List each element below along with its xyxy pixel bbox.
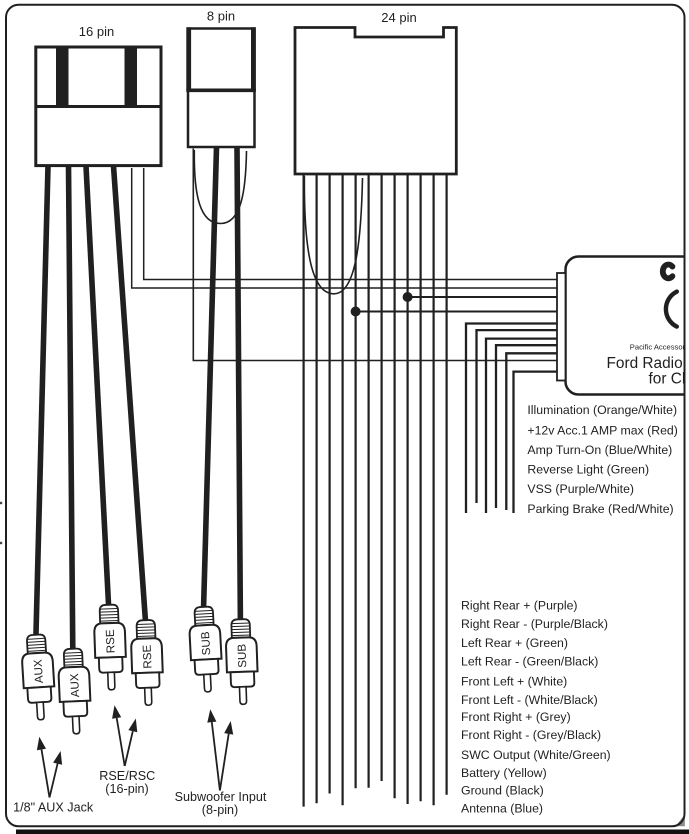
svg-text:1/8" AUX Jack: 1/8" AUX Jack [13,801,94,815]
svg-text:SUB: SUB [199,631,213,656]
svg-text:Right Rear - (Purple/Black): Right Rear - (Purple/Black) [461,617,608,631]
svg-text:24 pin: 24 pin [381,10,416,25]
svg-text:AUX: AUX [68,673,82,698]
svg-text:Front Right + (Grey): Front Right + (Grey) [461,710,571,724]
svg-text:Amp Turn-On (Blue/White): Amp Turn-On (Blue/White) [527,443,672,457]
svg-text:Pacific Accessory Corp: Pacific Accessory Corp [630,343,689,352]
svg-text:Subwoofer Input: Subwoofer Input [175,790,267,804]
svg-text:Front Left + (White): Front Left + (White) [461,674,567,688]
svg-text:VSS (Purple/White): VSS (Purple/White) [527,482,634,496]
svg-text:(16-pin): (16-pin) [105,782,148,796]
svg-text:RSE: RSE [104,629,118,654]
svg-text:(8-pin): (8-pin) [202,803,238,817]
svg-text:for Ch: for Ch [649,371,689,388]
svg-text:AUX: AUX [32,659,46,684]
svg-text:+12v Acc.1 AMP max (Red): +12v Acc.1 AMP max (Red) [527,423,677,437]
svg-text:Ford Radio Re: Ford Radio Re [607,355,689,372]
svg-text:Antenna (Blue): Antenna (Blue) [461,802,543,816]
svg-text:RSE: RSE [141,644,155,669]
svg-text:Reverse Light (Green): Reverse Light (Green) [527,463,649,477]
svg-text:Front Right - (Grey/Black): Front Right - (Grey/Black) [461,728,601,742]
svg-text:Ground (Black): Ground (Black) [461,783,544,797]
svg-text:RSE/RSC: RSE/RSC [99,769,155,783]
svg-text:Right Rear + (Purple): Right Rear + (Purple) [461,599,578,613]
svg-text:Battery (Yellow): Battery (Yellow) [461,766,547,780]
svg-text:8 pin: 8 pin [207,9,235,24]
svg-text:Illumination (Orange/White): Illumination (Orange/White) [527,403,677,417]
svg-text:Parking Brake (Red/White): Parking Brake (Red/White) [527,502,673,516]
svg-text:Left Rear - (Green/Black): Left Rear - (Green/Black) [461,655,598,669]
svg-text:SUB: SUB [235,643,249,668]
svg-text:Left Rear + (Green): Left Rear + (Green) [461,636,568,650]
svg-text:16 pin: 16 pin [79,24,114,39]
svg-text:Front Left - (White/Black): Front Left - (White/Black) [461,693,598,707]
svg-text:SWC Output (White/Green): SWC Output (White/Green) [461,748,611,762]
